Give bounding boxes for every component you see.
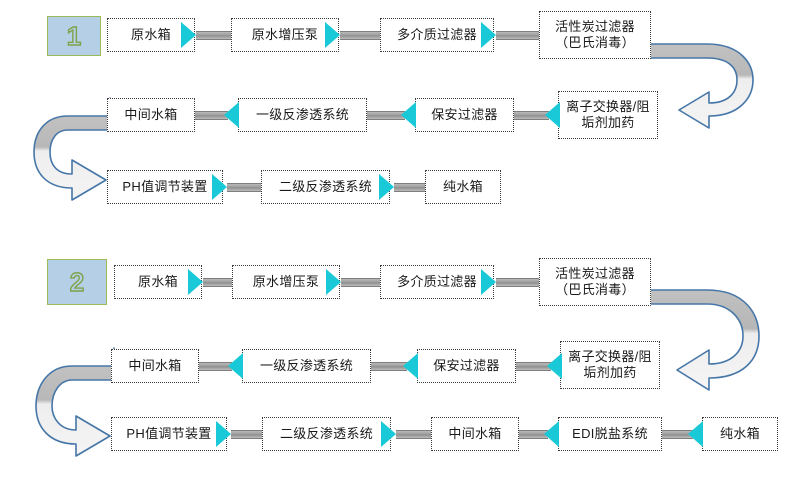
node-pure-water-tank[interactable]: 纯水箱 [702, 417, 778, 451]
arrow-head-right-icon [381, 421, 396, 447]
arrow-head-right-icon [188, 269, 203, 295]
node-intermediate-water-tank[interactable]: 中间水箱 [107, 98, 195, 132]
arrow-head-right-icon [481, 22, 496, 48]
node-multimedia-filter[interactable]: 多介质过滤器 [380, 18, 494, 52]
node-edi-desalination-system[interactable]: EDI脱盐系统 [558, 417, 662, 451]
arrow-head-right-icon [481, 269, 496, 295]
arrow-head-left-icon [544, 421, 559, 447]
arrow-head-left-icon [545, 102, 560, 128]
node-raw-water-booster-pump[interactable]: 原水增压泵 [232, 265, 340, 299]
arrow-head-right-icon [212, 174, 227, 200]
diagram-number-badge-2: 2 [47, 259, 107, 305]
node-ro-stage-2[interactable]: 二级反渗透系统 [262, 417, 391, 451]
node-raw-water-booster-pump[interactable]: 原水增压泵 [231, 18, 339, 52]
connector-pipe [394, 183, 429, 192]
connector-pipe [366, 111, 405, 120]
u-turn-arrow-left [26, 346, 156, 466]
connector-pipe [496, 278, 540, 287]
connector-pipe [513, 111, 549, 120]
node-activated-carbon-filter[interactable]: 活性炭过滤器 （巴氏消毒） [539, 258, 651, 306]
connector-pipe [341, 278, 381, 287]
diagram-number-badge-1: 1 [47, 16, 101, 56]
arrow-head-right-icon [326, 269, 341, 295]
node-raw-water-tank[interactable]: 原水箱 [107, 18, 195, 52]
connector-pipe [370, 362, 407, 371]
connector-pipe [340, 31, 381, 40]
node-ion-exchanger-antiscalant[interactable]: 离子交换器/阻 垢剂加药 [558, 91, 658, 139]
arrow-head-left-icon [224, 102, 239, 128]
node-ph-adjust-device[interactable]: PH值调节装置 [111, 417, 227, 451]
connector-pipe [515, 362, 551, 371]
arrow-head-right-icon [325, 22, 340, 48]
connector-pipe [198, 362, 232, 371]
node-activated-carbon-filter[interactable]: 活性炭过滤器 （巴氏消毒） [539, 11, 651, 59]
connector-pipe [203, 278, 235, 287]
arrow-head-right-icon [216, 421, 231, 447]
arrow-head-left-icon [228, 353, 243, 379]
connector-pipe [661, 430, 693, 439]
node-ro-stage-2[interactable]: 二级反渗透系统 [261, 170, 390, 204]
u-turn-arrow-right [645, 270, 795, 395]
connector-pipe [231, 430, 265, 439]
node-ro-stage-1[interactable]: 一级反渗透系统 [238, 98, 367, 132]
connector-pipe [518, 430, 548, 439]
node-ion-exchanger-antiscalant[interactable]: 离子交换器/阻 垢剂加药 [560, 341, 660, 389]
connector-pipe [396, 430, 432, 439]
u-turn-arrow-left [24, 96, 154, 211]
node-ro-stage-1[interactable]: 一级反渗透系统 [242, 349, 371, 383]
arrow-head-left-icon [403, 353, 418, 379]
node-multimedia-filter[interactable]: 多介质过滤器 [380, 265, 494, 299]
arrow-head-left-icon [688, 421, 703, 447]
node-security-filter[interactable]: 保安过滤器 [417, 349, 516, 383]
u-turn-arrow-right [645, 24, 790, 134]
node-intermediate-water-tank-2[interactable]: 中间水箱 [431, 417, 519, 451]
connector-pipe [496, 31, 540, 40]
arrow-head-right-icon [379, 174, 394, 200]
node-pure-water-tank[interactable]: 纯水箱 [425, 170, 501, 204]
arrow-head-left-icon [401, 102, 416, 128]
node-raw-water-tank[interactable]: 原水箱 [114, 265, 202, 299]
arrow-head-right-icon [181, 22, 196, 48]
node-intermediate-water-tank[interactable]: 中间水箱 [111, 349, 199, 383]
node-ph-adjust-device[interactable]: PH值调节装置 [107, 170, 223, 204]
node-security-filter[interactable]: 保安过滤器 [415, 98, 514, 132]
arrow-head-left-icon [547, 353, 562, 379]
connector-pipe [196, 31, 232, 40]
connector-pipe [194, 111, 228, 120]
connector-pipe [227, 183, 270, 192]
